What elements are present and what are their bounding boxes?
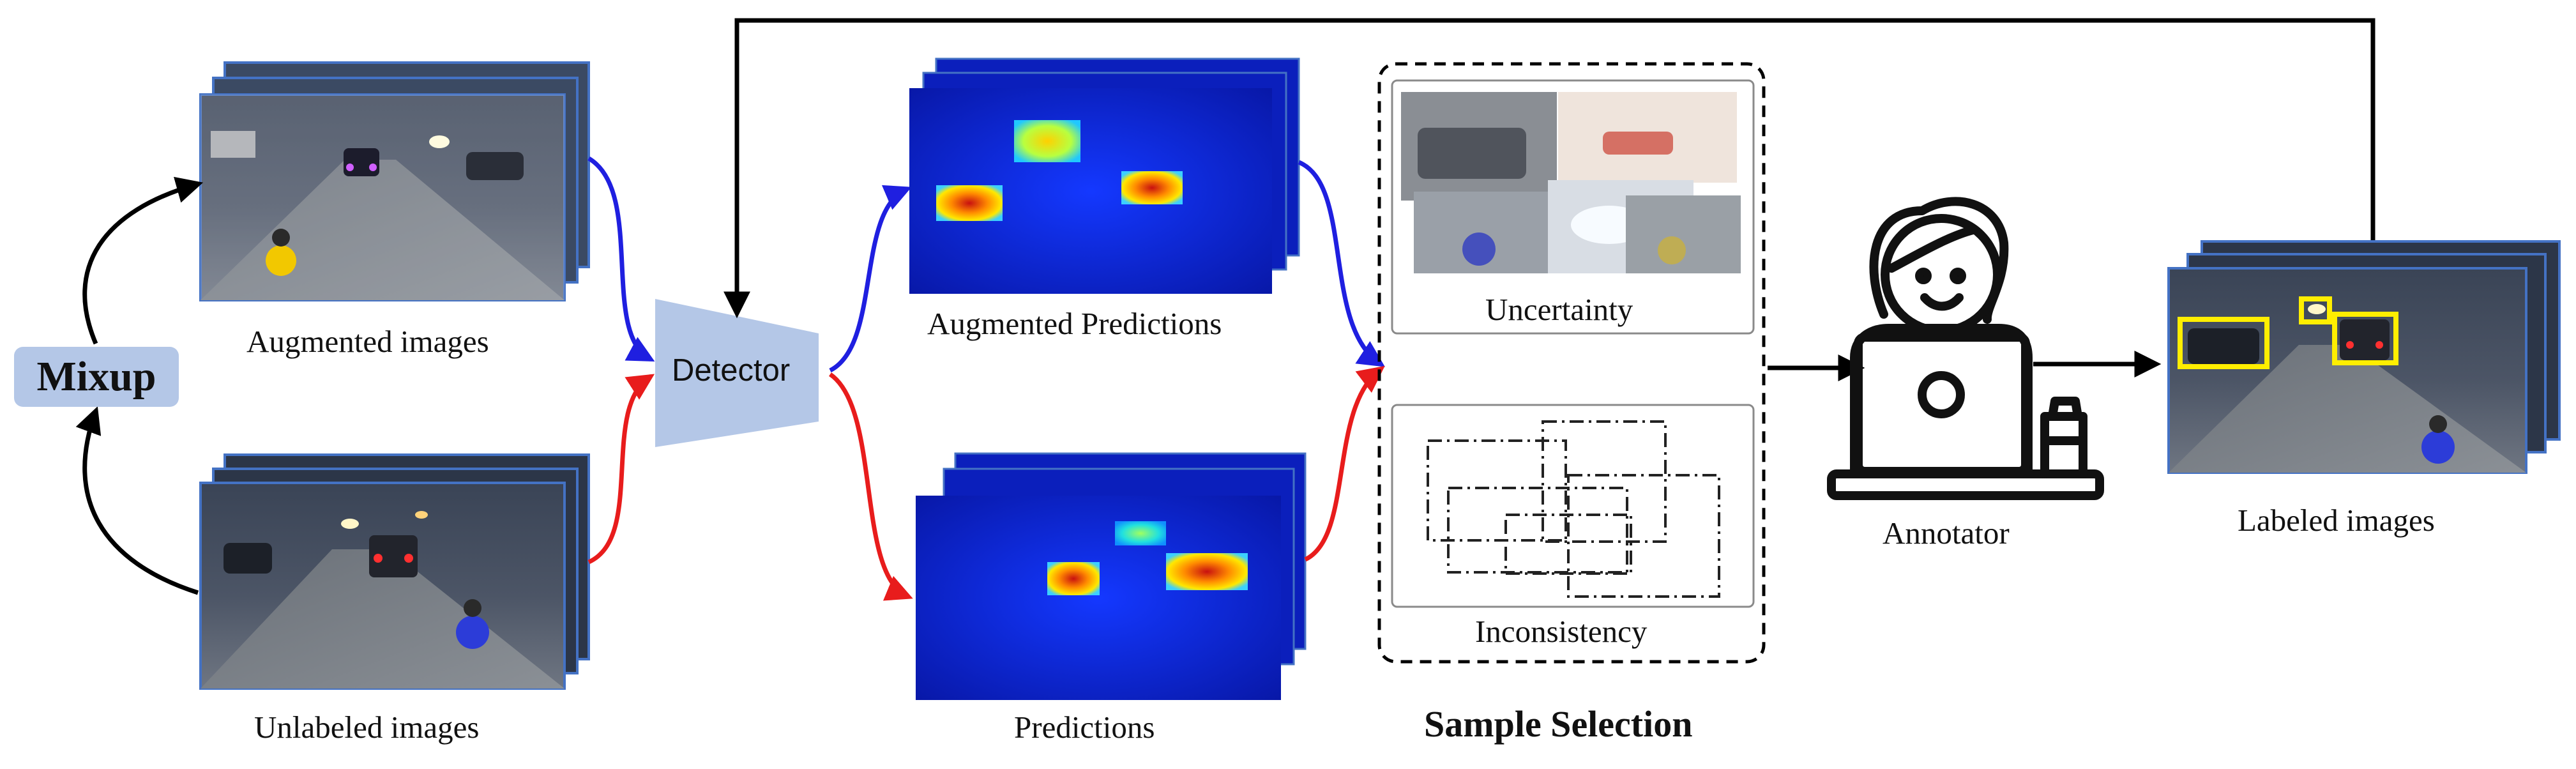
augmented-predictions-to-selection-arrow <box>1298 160 1386 367</box>
annotator-label: Annotator <box>1883 515 2010 551</box>
feedback-loop-arrow <box>724 18 2375 319</box>
labeled-images-stack <box>2167 240 2561 474</box>
unlabeled-images-label: Unlabeled images <box>254 710 480 745</box>
detector-to-augmented-predictions-arrow <box>829 185 912 373</box>
mixup-to-augmented-arrow <box>82 176 204 345</box>
augmented-predictions-label: Augmented Predictions <box>927 306 1222 341</box>
unlabeled-images-stack <box>199 453 590 690</box>
mixup-box: Mixup <box>14 347 179 407</box>
sample-selection-box <box>1377 62 1766 664</box>
mixup-label: Mixup <box>36 353 156 400</box>
person-with-laptop-icon <box>1827 197 2104 500</box>
augmented-heatmap-front <box>909 88 1272 294</box>
inconsistency-label: Inconsistency <box>1475 614 1648 649</box>
augmented-to-detector-arrow <box>587 156 655 362</box>
mixup-to-unlabeled-arrow <box>75 406 199 595</box>
labeled-images-label: Labeled images <box>2238 503 2435 538</box>
augmented-images-stack <box>199 61 590 301</box>
predictions-heatmap-front <box>916 496 1281 700</box>
uncertainty-panel <box>1391 79 1755 335</box>
augmented-image-front <box>199 93 566 301</box>
sample-selection-title: Sample Selection <box>1424 703 1693 745</box>
augmented-images-label: Augmented images <box>246 324 489 359</box>
inconsistency-panel <box>1391 404 1755 608</box>
uncertainty-label: Uncertainty <box>1485 292 1633 327</box>
detector-block <box>655 299 819 447</box>
detector-to-predictions-arrow <box>828 372 913 601</box>
bbox-annotations <box>2178 296 2398 369</box>
detector-label: Detector <box>672 353 791 388</box>
augmented-predictions-stack <box>909 57 1300 294</box>
predictions-label: Predictions <box>1014 710 1155 745</box>
predictions-stack <box>916 452 1307 700</box>
labeled-image-front <box>2167 267 2527 474</box>
unlabeled-image-front <box>199 482 566 690</box>
predictions-to-selection-arrow <box>1304 365 1385 562</box>
unlabeled-to-detector-arrow <box>587 374 655 565</box>
